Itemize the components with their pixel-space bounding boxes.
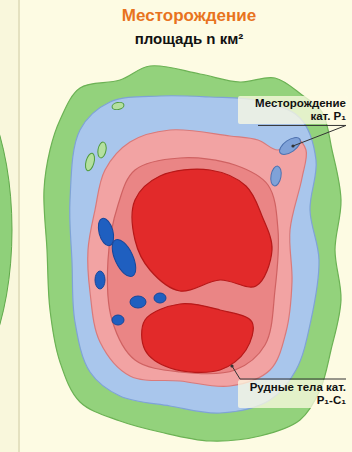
leader-line	[258, 125, 346, 146]
title: Месторождение	[30, 6, 348, 26]
ore-halo-zone	[88, 130, 307, 387]
callout-label: Месторождение кат. P₁	[238, 96, 348, 124]
halo-spot	[84, 152, 96, 171]
deposit-zone	[70, 96, 319, 413]
leader-tip	[230, 364, 233, 367]
ore-body	[142, 304, 254, 373]
deposit-spot	[277, 134, 304, 158]
ore-spot	[154, 293, 166, 303]
ore-inner-zone	[107, 158, 278, 374]
halo-spot	[97, 141, 108, 158]
ore-spot	[130, 296, 146, 308]
leader-tip	[291, 144, 294, 147]
ore-spot	[112, 315, 124, 325]
subtitle: площадь n км²	[30, 30, 348, 47]
leader-line	[232, 366, 346, 379]
ore-spot	[107, 236, 140, 280]
neighbour-zone	[0, 60, 12, 400]
ore-spot	[95, 271, 105, 289]
callout-label: Рудные тела кат. P₁-C₁	[238, 380, 348, 408]
panel-divider	[18, 0, 20, 452]
halo-spot	[111, 102, 124, 111]
deposit-spot	[269, 165, 282, 186]
ore-body	[132, 169, 272, 291]
